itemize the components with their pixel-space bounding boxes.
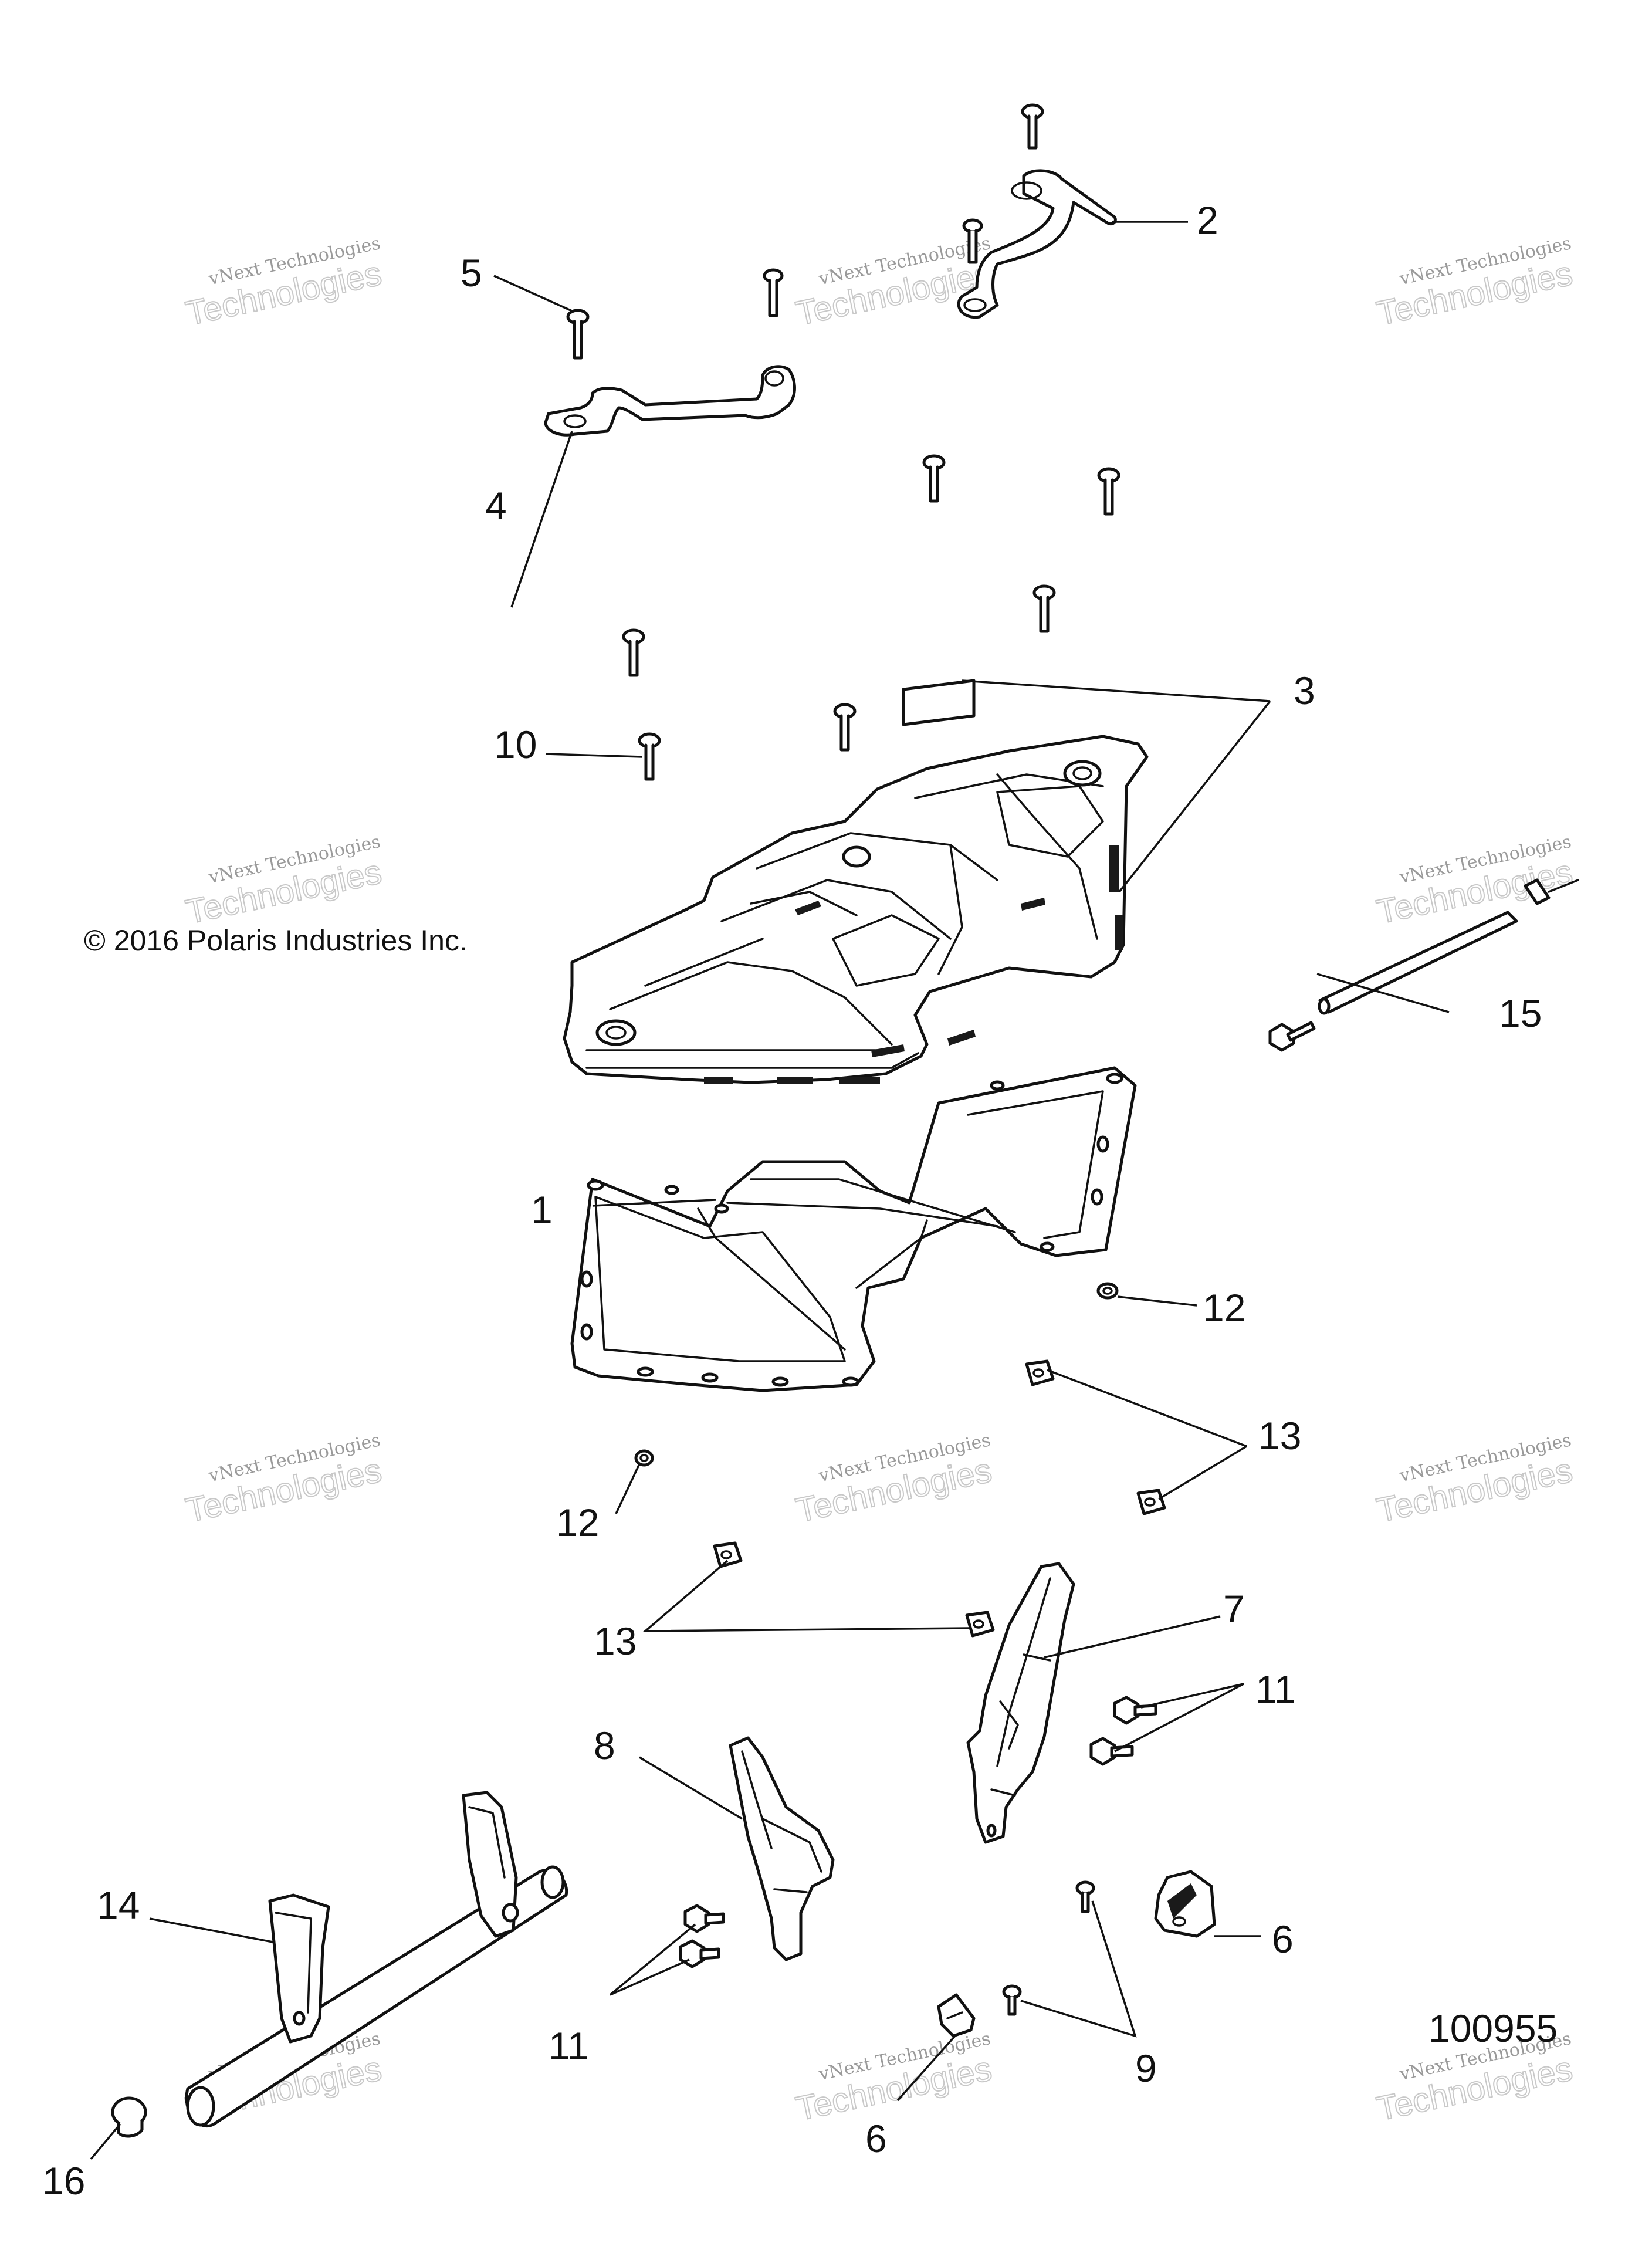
grab-handle-left-part-4	[544, 365, 796, 437]
document-number: 100955	[1428, 2007, 1558, 2050]
screw-9-b	[1002, 1984, 1022, 2016]
latch-6-lower	[937, 1993, 976, 2038]
clip-13-c	[713, 1541, 743, 1568]
clip-13-d	[965, 1611, 995, 1638]
watermark-low-right: vNext Technologies Technologies	[1373, 1430, 1576, 1530]
screw-near-handle-2	[962, 218, 983, 264]
callout-14: 14	[97, 1883, 140, 1927]
nut-12-left	[634, 1449, 654, 1467]
push-rivet-right	[1524, 878, 1579, 905]
bolt-11-upper-b	[1089, 1737, 1134, 1766]
screw-c	[1032, 584, 1056, 633]
callout-3: 3	[1294, 669, 1315, 712]
callout-13-right: 13	[1258, 1414, 1301, 1457]
watermark-low-center: vNext Technologies Technologies	[792, 1430, 996, 1530]
screw-upper-mid	[763, 268, 784, 317]
screw-b	[1097, 467, 1120, 516]
screw-5	[566, 309, 590, 360]
cargo-rack-part-3	[563, 679, 1149, 1084]
leader-lines	[90, 221, 1450, 2160]
copyright-notice: © 2016 Polaris Industries Inc.	[84, 924, 468, 957]
callout-15: 15	[1499, 992, 1542, 1035]
callout-8: 8	[594, 1724, 615, 1767]
watermark-mid-left: vNext Technologies Technologies	[182, 831, 385, 932]
callout-7: 7	[1223, 1587, 1245, 1630]
callout-16: 16	[42, 2159, 85, 2203]
screw-d	[622, 628, 645, 677]
nut-12-right	[1096, 1282, 1119, 1300]
callout-11-upper: 11	[1255, 1667, 1296, 1711]
bolt-11-upper-a	[1113, 1696, 1157, 1725]
callout-13-left: 13	[594, 1619, 637, 1663]
watermark-low-left: vNext Technologies Technologies	[182, 1430, 385, 1530]
screw-e	[833, 703, 857, 752]
support-bracket-left-part-8	[729, 1736, 835, 1961]
end-cap-part-16	[111, 2096, 147, 2138]
watermark-top-left: vNext Technologies Technologies	[182, 233, 385, 333]
callout-4: 4	[485, 484, 507, 527]
callout-6-right: 6	[1272, 1917, 1294, 1961]
clip-13-a	[1025, 1359, 1055, 1386]
support-bracket-right-part-7	[966, 1562, 1075, 1844]
screw-9-a	[1075, 1880, 1095, 1913]
callout-9: 9	[1135, 2046, 1157, 2090]
callout-5: 5	[461, 251, 482, 295]
grab-handle-right-part-2	[957, 169, 1117, 319]
callout-10: 10	[494, 723, 537, 766]
callout-6-bottom: 6	[865, 2117, 887, 2160]
watermark-top-right: vNext Technologies Technologies	[1373, 233, 1576, 333]
callout-11-lower: 11	[549, 2024, 589, 2068]
screw-10	[638, 732, 661, 781]
callout-2: 2	[1197, 198, 1218, 242]
screw-a	[922, 454, 946, 503]
bolt-11-lower-b	[679, 1939, 720, 1968]
callout-12-right: 12	[1203, 1286, 1245, 1330]
bolt-small-rod	[1268, 1021, 1316, 1052]
screw-top-2	[1021, 103, 1044, 150]
callout-12-left: 12	[556, 1501, 599, 1544]
watermark-bottom-center: vNext Technologies Technologies	[792, 2028, 996, 2129]
rack-frame-part-1	[570, 1066, 1137, 1392]
clip-13-b	[1136, 1489, 1166, 1515]
rod-part-15	[1318, 911, 1518, 1015]
watermark-mid-right: vNext Technologies Technologies	[1373, 831, 1576, 932]
callout-1: 1	[531, 1188, 553, 1232]
latch-6-right	[1154, 1870, 1216, 1938]
bolt-11-lower-a	[683, 1904, 725, 1933]
tube-bracket-part-14	[185, 1791, 568, 2127]
